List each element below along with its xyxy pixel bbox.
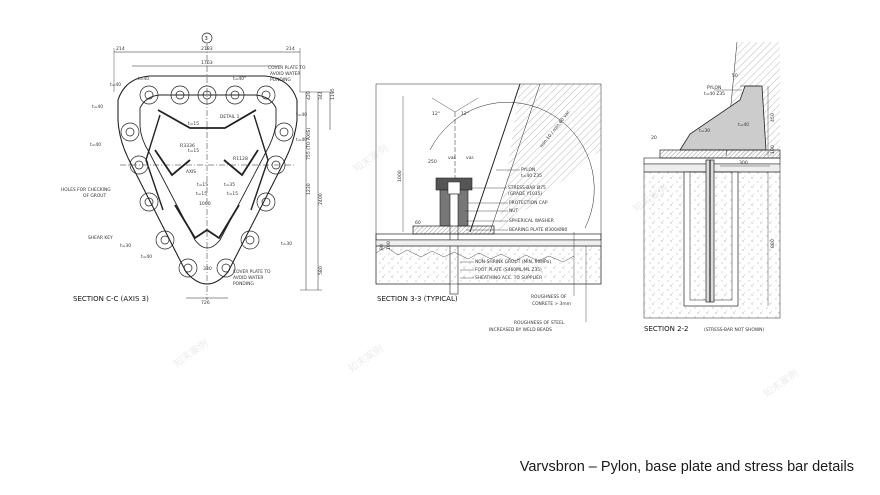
- section-22-texts: PYLON t=40 Z35 t=30 t=40 50 20 300 450 8…: [644, 73, 776, 333]
- dim-var1: var.: [448, 155, 456, 161]
- pylon-spec: t=40 Z35: [521, 173, 542, 179]
- shear-key-label: SHEAR KEY: [88, 235, 113, 241]
- dim-20-22: 20: [651, 135, 657, 141]
- pylon-label-22: PYLON: [707, 85, 721, 91]
- thk-label: t=30: [120, 243, 131, 249]
- t40-label-22: t=40: [738, 122, 749, 128]
- rough-steel-1: ROUGHNESS OF STEEL: [514, 320, 565, 326]
- thk-label: t=40°: [233, 76, 246, 82]
- pylon-spec-22: t=40 Z35: [704, 91, 725, 97]
- dim-250: 250: [428, 159, 437, 165]
- section-cc-drawing: [113, 32, 334, 300]
- dim-60: 60: [415, 220, 421, 226]
- cover-top-1: COVER PLATE TO: [268, 65, 306, 71]
- sheathing-label: SHEATHING ACC. TO SUPPLIER: [475, 275, 542, 281]
- dim-1763: 1763: [201, 60, 213, 66]
- dim-100: 100: [386, 241, 392, 250]
- axis-bubble-label: 3: [205, 36, 208, 42]
- thk-label: t=40: [296, 137, 307, 143]
- dim-r3336: R3336: [180, 143, 195, 149]
- rough-concrete-1: ROUGHNESS OF: [531, 294, 567, 300]
- detail-1-label: DETAIL 1: [220, 114, 240, 120]
- section-33-title: SECTION 3-3 (TYPICAL): [377, 295, 458, 303]
- dim-214-left: 214: [116, 46, 125, 52]
- grout-label: NON-SHRINK GROUT (MIN. 60MPa): [475, 259, 551, 265]
- washer-label: SPHERICAL WASHER: [509, 218, 554, 224]
- protection-cap-label: PROTECTION CAP: [509, 200, 548, 206]
- dim-100-22: 100: [770, 145, 776, 154]
- bearing-plate-label: BEARING PLATE Ø300/Ø80: [509, 226, 567, 233]
- dim-450-22: 450: [770, 113, 776, 122]
- dim-420: 420: [306, 91, 312, 100]
- dim-300-22: 300: [739, 160, 748, 166]
- axis-label: AXIS: [186, 169, 196, 175]
- thk-label: t=15: [227, 191, 238, 197]
- dim-726: 726: [201, 300, 210, 306]
- dim-1195: 1195: [330, 88, 336, 100]
- dim-80: 80: [379, 244, 385, 250]
- cover-top-3: PONDING: [270, 77, 291, 83]
- thk-label: t=40: [110, 82, 121, 88]
- thk-label: t=15: [196, 191, 207, 197]
- section-cc-texts: 3 214 2183 214 1763 R3336 R1128 330 1000…: [61, 36, 336, 306]
- axis-bubble: [201, 32, 213, 44]
- dim-r1128: R1128: [233, 156, 248, 162]
- dim-344: 344: [318, 91, 324, 100]
- dim-1230: 1230: [306, 183, 312, 195]
- dim-12-right: 12°: [461, 111, 469, 117]
- thk-label: t=40: [92, 104, 103, 110]
- dim-var2: var.: [466, 155, 474, 161]
- foot-plate-label: FOOT PLATE (S460ML/ML Z35): [475, 267, 542, 273]
- thk-label: t=40: [90, 142, 101, 148]
- dim-880-22: 880: [770, 239, 776, 248]
- section-cc-title: SECTION C-C (AXIS 3): [73, 295, 149, 303]
- dim-330: 330: [203, 266, 212, 272]
- dim-755: 755 (TO AXIS): [306, 128, 312, 160]
- thk-label: t=35: [224, 182, 235, 188]
- cover-bottom-2: AVOID WATER: [233, 275, 263, 281]
- thk-label: t=15: [188, 121, 199, 127]
- thk-label: t=15: [197, 182, 208, 188]
- rough-concrete-2: CONRETE > 3mm: [532, 301, 571, 307]
- t30-label-22: t=30: [699, 128, 710, 134]
- dim-2183: 2183: [201, 46, 213, 52]
- dim-12-left: 12°: [432, 111, 440, 117]
- cover-bottom-1: COVER PLATE TO: [233, 269, 271, 275]
- dim-214-right: 214: [286, 46, 295, 52]
- nut-label: NUT: [509, 208, 518, 214]
- dim-1000: 1000: [397, 170, 403, 182]
- section-22-drawing: [643, 41, 781, 319]
- thk-label: t=40: [296, 112, 307, 118]
- section-33-drawing: [375, 83, 602, 322]
- cover-top-2: AVOID WATER: [270, 71, 300, 77]
- cover-bottom-3: PONDING: [233, 281, 254, 287]
- dim-2400: 2400: [318, 193, 324, 205]
- stress-bar-label: STRESS-BAR Ø75: [508, 184, 546, 191]
- thk-label: t=40: [138, 76, 149, 82]
- holes-1: HOLES FOR CHECKING: [61, 187, 111, 193]
- section-22-subtitle: (STRESS-BAR NOT SHOWN): [704, 327, 764, 333]
- holes-2: OF GROUT: [83, 193, 106, 199]
- section-22-title: SECTION 2-2: [644, 325, 689, 333]
- dim-50-22: 50: [732, 73, 738, 79]
- dim-580: 580: [318, 266, 324, 275]
- stress-grade-label: (GRADE Y1035): [508, 191, 542, 197]
- thk-label: t=15: [188, 148, 199, 154]
- dim-1000: 1000: [199, 201, 211, 207]
- thk-label: t=30: [281, 241, 292, 247]
- thk-label: t=40: [141, 254, 152, 260]
- pylon-label: PYLON: [521, 167, 535, 173]
- slide-caption: Varvsbron – Pylon, base plate and stress…: [519, 459, 854, 475]
- rough-steel-2: INCREASED BY WELD BEADS: [489, 327, 552, 333]
